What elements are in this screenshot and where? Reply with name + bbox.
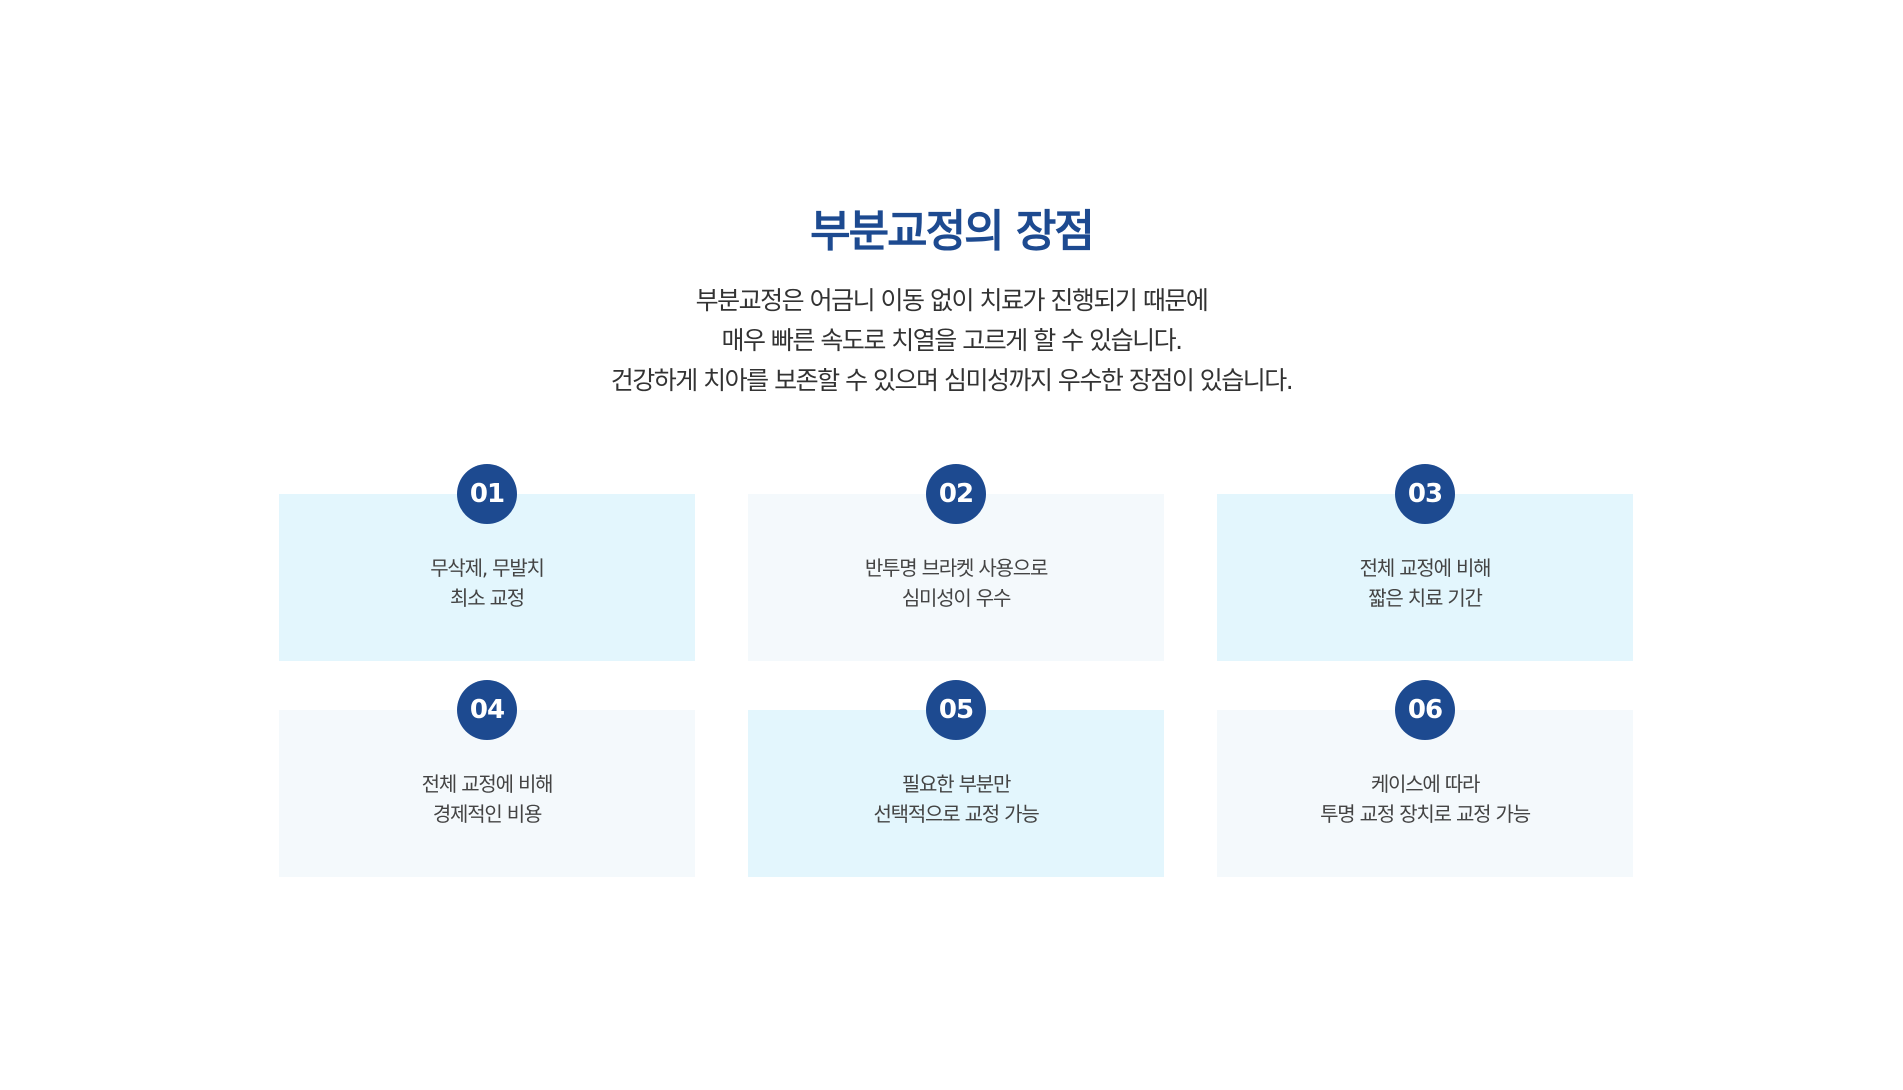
number-badge: 01 (457, 464, 517, 524)
number-badge: 03 (1395, 464, 1455, 524)
card-text-line: 전체 교정에 비해 (421, 772, 554, 796)
advantage-card-06: 06 케이스에 따라 투명 교정 장치로 교정 가능 (1217, 680, 1633, 877)
number-badge: 02 (926, 464, 986, 524)
advantage-card-01: 01 무삭제, 무발치 최소 교정 (279, 464, 695, 661)
card-text-line: 선택적으로 교정 가능 (873, 802, 1039, 826)
number-badge: 06 (1395, 680, 1455, 740)
card-text-line: 필요한 부분만 (901, 772, 1012, 796)
advantage-card-02: 02 반투명 브라켓 사용으로 심미성이 우수 (748, 464, 1164, 661)
card-text-line: 반투명 브라켓 사용으로 (864, 556, 1049, 580)
card-text: 케이스에 따라 투명 교정 장치로 교정 가능 (1217, 769, 1633, 829)
description-line: 건강하게 치아를 보존할 수 있으며 심미성까지 우수한 장점이 있습니다. (610, 366, 1294, 395)
card-text-line: 전체 교정에 비해 (1359, 556, 1492, 580)
number-badge: 04 (457, 680, 517, 740)
section-title: 부분교정의 장점 (810, 206, 1095, 257)
card-text: 반투명 브라켓 사용으로 심미성이 우수 (748, 553, 1164, 613)
card-text: 필요한 부분만 선택적으로 교정 가능 (748, 769, 1164, 829)
description-line: 매우 빠른 속도로 치열을 고르게 할 수 있습니다. (721, 326, 1183, 355)
card-text-line: 경제적인 비용 (432, 802, 543, 826)
advantage-card-04: 04 전체 교정에 비해 경제적인 비용 (279, 680, 695, 877)
card-text-line: 최소 교정 (450, 586, 525, 610)
advantage-card-03: 03 전체 교정에 비해 짧은 치료 기간 (1217, 464, 1633, 661)
card-text-line: 심미성이 우수 (901, 586, 1012, 610)
card-text-line: 케이스에 따라 (1370, 772, 1481, 796)
card-text-line: 투명 교정 장치로 교정 가능 (1320, 802, 1531, 826)
advantage-card-05: 05 필요한 부분만 선택적으로 교정 가능 (748, 680, 1164, 877)
card-text: 전체 교정에 비해 짧은 치료 기간 (1217, 553, 1633, 613)
description-line: 부분교정은 어금니 이동 없이 치료가 진행되기 때문에 (695, 286, 1209, 315)
section-description: 부분교정은 어금니 이동 없이 치료가 진행되기 때문에 매우 빠른 속도로 치… (0, 281, 1903, 401)
card-text-line: 짧은 치료 기간 (1368, 586, 1483, 610)
number-badge: 05 (926, 680, 986, 740)
card-text-line: 무삭제, 무발치 (430, 556, 545, 580)
card-text: 전체 교정에 비해 경제적인 비용 (279, 769, 695, 829)
card-text: 무삭제, 무발치 최소 교정 (279, 553, 695, 613)
